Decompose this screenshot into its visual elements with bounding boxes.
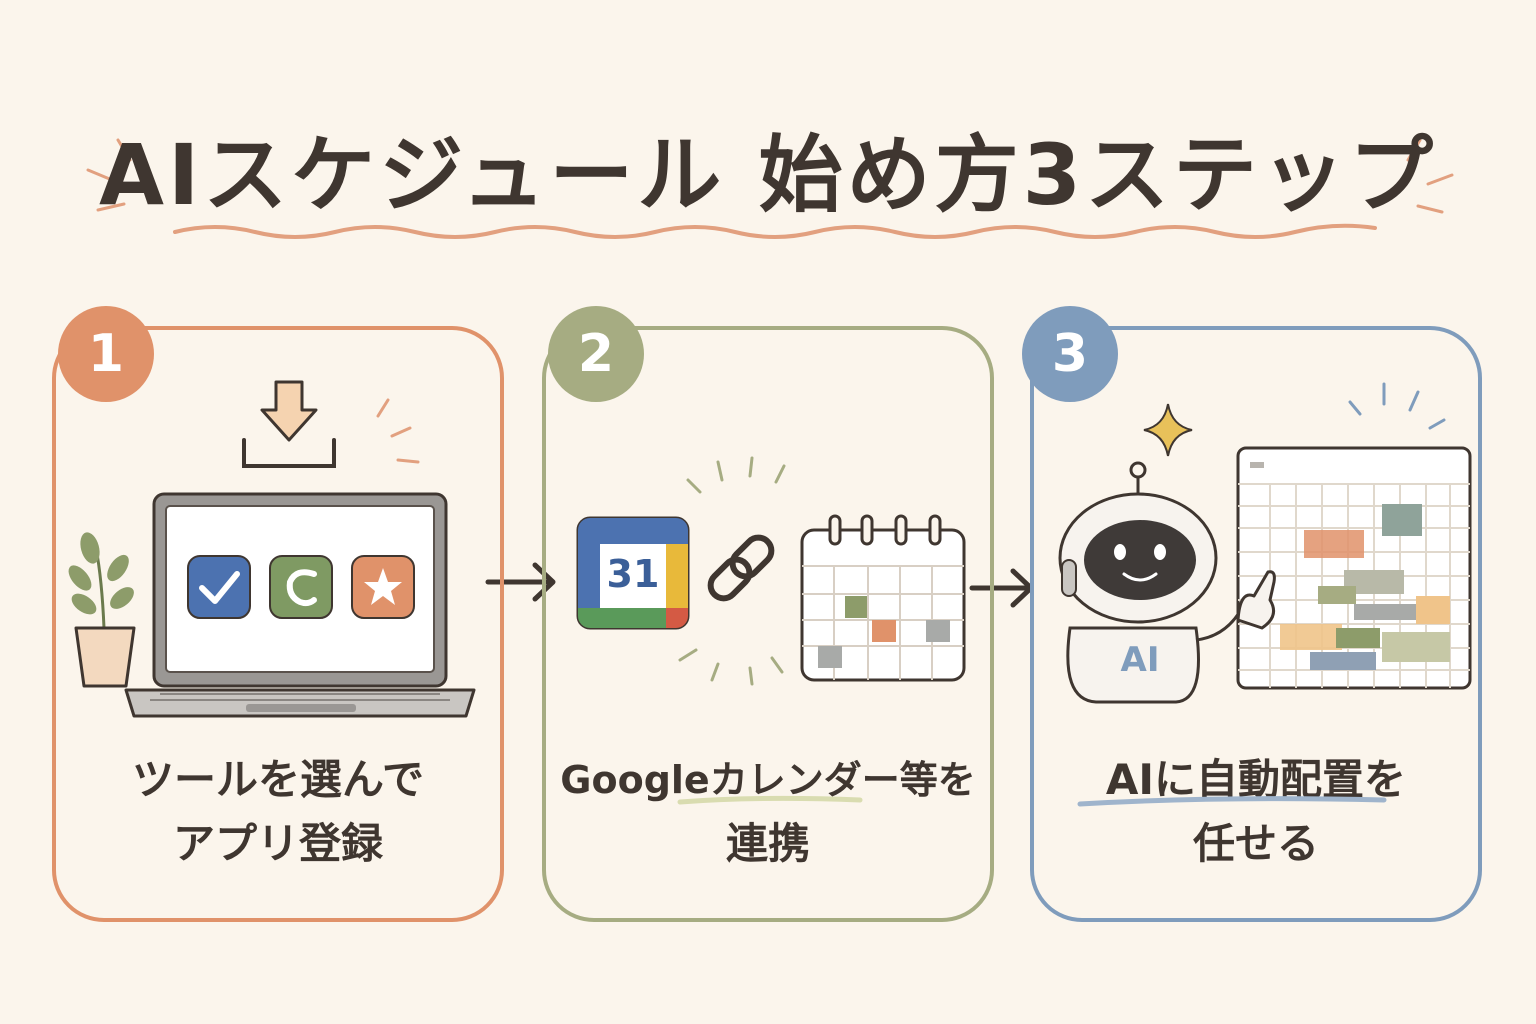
step-caption-2: Googleカレンダー等を 連携 (542, 748, 994, 876)
step-badge-2: 2 (548, 306, 644, 402)
step-card-2 (542, 326, 994, 922)
step-caption-3: AIに自動配置を 任せる (1030, 748, 1482, 876)
step-caption-2-line1: Googleカレンダー等を (560, 758, 976, 802)
sparkle-icon (1143, 403, 1193, 457)
calendar-icon (800, 514, 966, 682)
arrow-icon (485, 562, 556, 602)
step-caption-1: ツールを選んで アプリ登録 (52, 748, 504, 876)
page-title: AIスケジュール 始め方3ステップ (98, 126, 1438, 224)
spark-lines (1348, 382, 1446, 430)
step-card-1 (52, 326, 504, 922)
spark-lines (678, 456, 786, 686)
step-caption-3-line1: AIに自動配置を (1105, 755, 1407, 804)
download-icon (242, 380, 336, 468)
step-caption-3-line2: 任せる (1192, 819, 1319, 868)
spark-lines (376, 398, 420, 464)
step-badge-3: 3 (1022, 306, 1118, 402)
step-caption-2-line2: 連携 (725, 819, 810, 868)
step-caption-1-line2: アプリ登録 (172, 819, 383, 868)
calendar-app-icon (269, 555, 333, 619)
step-badge-1: 1 (58, 306, 154, 402)
robot-icon (1058, 461, 1276, 704)
google-calendar-icon (576, 516, 690, 630)
schedule-board-icon (1236, 446, 1472, 690)
step-caption-1-line1: ツールを選んで (132, 755, 424, 804)
google-calendar-date: 31 (606, 552, 660, 596)
plant-icon (68, 532, 136, 688)
title-underline (173, 223, 1377, 239)
checkmark-app-icon (187, 555, 251, 619)
step-card-3 (1030, 326, 1482, 922)
robot-ai-label: AI (1120, 640, 1160, 680)
star-app-icon (351, 555, 415, 619)
title-right-sparks (1406, 138, 1454, 214)
link-icon (707, 534, 775, 602)
title-left-sparks (86, 138, 132, 212)
